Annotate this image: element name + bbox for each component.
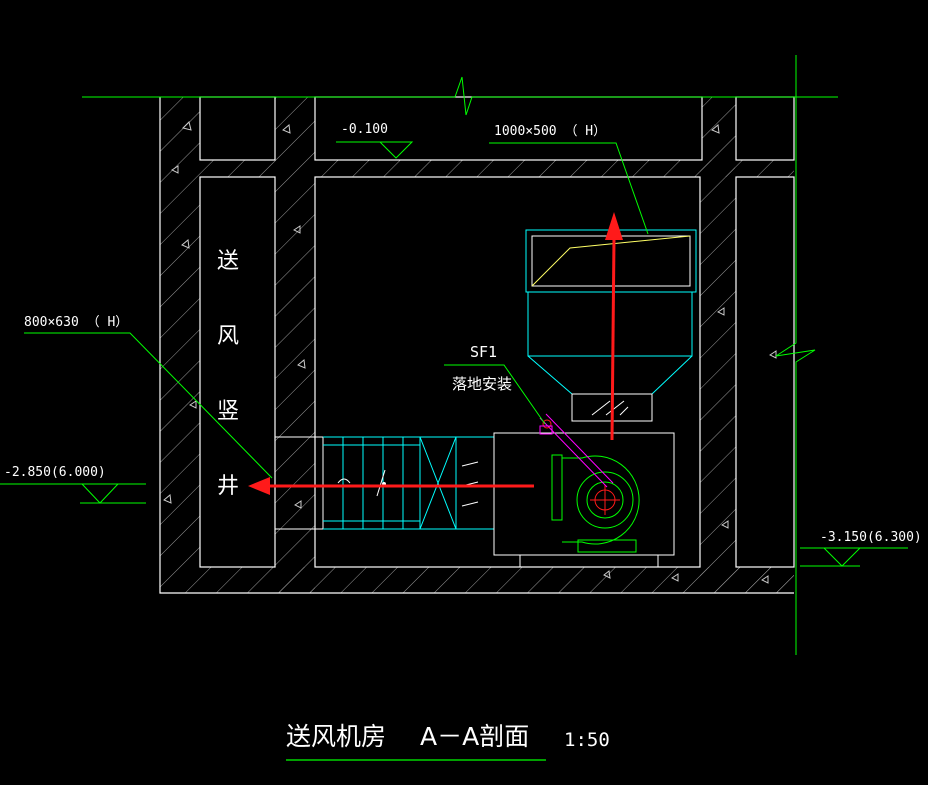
equipment-tag: SF1	[470, 343, 497, 361]
elevation-marker-top: -0.100	[336, 122, 414, 159]
shaft-char-4: 井	[217, 474, 239, 499]
hatched-walls	[160, 97, 794, 593]
wall-outlines	[159, 96, 795, 594]
elevation-right-label: -3.150(6.300)	[820, 530, 922, 545]
shaft-char-3: 竖	[217, 399, 239, 424]
side-duct	[274, 436, 495, 530]
ground-line	[82, 76, 838, 116]
shaft-char-1: 送	[217, 249, 239, 274]
leader-lines	[24, 142, 649, 479]
drawing-title: 送风机房	[286, 722, 386, 751]
elevation-marker-left: -2.850(6.000)	[0, 465, 146, 504]
right-break-line	[775, 55, 816, 655]
elevation-top-label: -0.100	[341, 122, 388, 137]
elevation-left-label: -2.850(6.000)	[4, 465, 106, 480]
scale-label: 1:50	[564, 729, 610, 751]
top-duct-size-label: 1000×500 （ H）	[494, 124, 606, 139]
concrete-marks	[163, 121, 777, 584]
fan-unit	[493, 413, 675, 568]
airflow-arrows	[248, 212, 623, 495]
shaft-char-2: 风	[217, 324, 239, 349]
shaft-label: 送 风 竖 井	[217, 249, 239, 499]
elevation-marker-right: -3.150(6.300)	[800, 530, 922, 567]
arrow-left-icon	[248, 477, 270, 495]
arrow-up-icon	[605, 212, 623, 240]
title-block: 送风机房 A－A剖面 1:50	[286, 722, 610, 761]
side-duct-size-label: 800×630 （ H）	[24, 315, 128, 330]
interior-spaces	[200, 97, 794, 567]
section-label: A－A剖面	[420, 722, 529, 751]
equipment-install-note: 落地安装	[452, 375, 512, 393]
